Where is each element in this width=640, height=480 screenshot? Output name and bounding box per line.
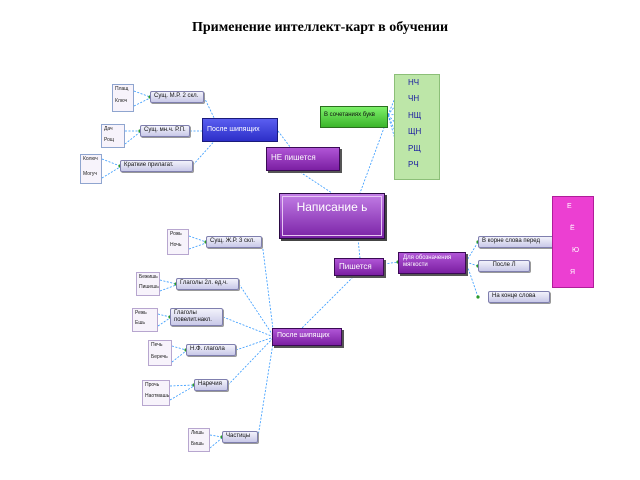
- node-posle-shipyashchih-bottom[interactable]: После шипящих: [272, 328, 342, 346]
- node-v-korne[interactable]: В корне слова перед: [478, 236, 554, 248]
- node-posle-shipyashchih-top[interactable]: После шипящих: [202, 118, 278, 142]
- page-title: Применение интеллект-карт в обучении: [191, 20, 449, 35]
- combos-list: НЧ ЧН НЩ ЩН РЩ РЧ: [394, 74, 440, 180]
- node-na-konce[interactable]: На конце слова: [488, 291, 550, 303]
- main-node-label: Написание ь: [282, 196, 382, 236]
- node-main-napisanie[interactable]: Написание ь: [279, 193, 385, 239]
- combo-item: ЩН: [408, 127, 422, 136]
- vowel-item: Я: [570, 269, 576, 276]
- node-narechiya[interactable]: Наречия: [194, 379, 228, 391]
- combo-item: НЩ: [408, 111, 422, 120]
- combo-item: НЧ: [408, 78, 420, 87]
- node-sush-zh[interactable]: Сущ. Ж.Р. 3 скл.: [206, 236, 262, 248]
- node-ne-pishetsya[interactable]: НЕ пишется: [266, 147, 340, 171]
- node-myagkost[interactable]: Для обозначения мягкости: [398, 252, 466, 274]
- node-glagoly-2l[interactable]: Глаголы 2л. ед.ч.: [176, 278, 239, 290]
- combo-item: РЩ: [408, 144, 421, 153]
- vowels-list: Е Ё Ю Я: [552, 196, 594, 288]
- vowel-item: Е: [567, 203, 572, 210]
- node-posle-l[interactable]: После Л: [478, 260, 530, 272]
- node-glagoly-povel[interactable]: Глаголы повелит.накл.: [170, 308, 223, 326]
- node-nf-glagola[interactable]: Н.Ф. глагола: [186, 344, 236, 356]
- node-sush-m[interactable]: Сущ. М.Р. 2 скл.: [150, 91, 204, 103]
- node-kratkie[interactable]: Краткие прилагат.: [120, 160, 193, 172]
- node-pishetsya[interactable]: Пишется: [334, 258, 384, 276]
- combo-item: РЧ: [408, 160, 419, 169]
- node-chastitsy[interactable]: Частицы: [222, 431, 258, 443]
- vowel-item: Ю: [572, 247, 580, 254]
- combo-item: ЧН: [408, 94, 420, 103]
- node-v-sochetaniyah[interactable]: В сочетаниях букв: [320, 106, 388, 128]
- node-sush-mn[interactable]: Сущ. мн.ч. Р.П.: [140, 125, 190, 137]
- vowel-item: Ё: [570, 225, 575, 232]
